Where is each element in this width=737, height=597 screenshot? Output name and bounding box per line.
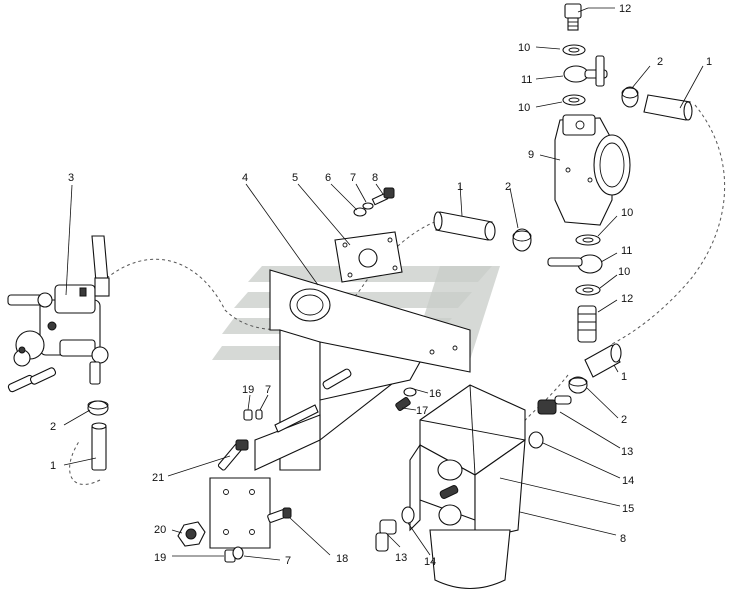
clamp-2-center	[512, 228, 532, 252]
callout-8-top: 8	[372, 172, 378, 184]
banjo-fitting-11-mid	[547, 254, 603, 274]
callout-10-top-b: 10	[518, 102, 530, 114]
hose-1-center	[433, 211, 496, 241]
leader-lines	[63, 7, 704, 561]
callout-3: 3	[68, 172, 74, 184]
screw-15	[439, 485, 459, 499]
bracket-4	[209, 269, 471, 549]
callout-7-center: 7	[265, 384, 271, 396]
banjo-bolt-12-mid	[577, 305, 597, 343]
filter-housing-8	[409, 384, 526, 589]
washer-7-bottom	[232, 546, 244, 560]
gasket-plate-5	[334, 231, 403, 283]
washer-7-center	[255, 409, 263, 420]
callout-8-right: 8	[620, 533, 626, 545]
hose-1-left	[91, 422, 107, 471]
callout-labels: 12 10 11 10 2 1 9 10 11 10 12 1 2 13 14 …	[50, 3, 712, 568]
washer-10-mid-a	[575, 234, 601, 246]
callout-10-mid-b: 10	[618, 266, 630, 278]
washer-10-top-b	[562, 94, 586, 106]
callout-1-center: 1	[457, 181, 463, 193]
callout-6: 6	[325, 172, 331, 184]
callout-11-top: 11	[521, 74, 532, 86]
clamp-2-left	[87, 400, 109, 416]
banjo-fitting-11-top	[563, 55, 608, 87]
seal-14-right	[528, 431, 544, 449]
callout-7-bottom: 7	[285, 555, 291, 567]
callout-12-mid: 12	[621, 293, 633, 305]
callout-15-center: 16	[429, 388, 441, 400]
banjo-bolt-12-top	[564, 3, 582, 31]
nut-20	[177, 521, 206, 547]
fuel-pump-9	[554, 114, 631, 226]
callout-12-top: 12	[619, 3, 631, 15]
callout-18: 18	[336, 553, 348, 565]
seal-14-bottom	[401, 506, 415, 524]
washer-10-top-a	[562, 44, 586, 56]
callout-1-left: 1	[50, 460, 56, 472]
bolt-set-6-7-8	[353, 187, 395, 217]
callout-17: 17	[416, 405, 428, 417]
callout-11-mid: 11	[621, 245, 632, 257]
clamp-2-right-mid	[568, 376, 588, 394]
callout-20: 20	[154, 524, 166, 536]
callout-13-bottom: 13	[395, 552, 407, 564]
callout-21: 21	[152, 472, 164, 484]
primer-pump-3	[7, 235, 110, 393]
callout-5: 5	[292, 172, 298, 184]
fuel-hoses	[69, 104, 726, 485]
bolt-18	[267, 507, 292, 523]
callout-13-right: 13	[621, 446, 633, 458]
callout-9: 9	[528, 149, 534, 161]
fitting-13-bottom	[375, 519, 397, 552]
hose-1-right-mid	[584, 343, 622, 378]
parts-16-17	[395, 387, 417, 412]
washer-10-mid-b	[575, 284, 601, 296]
callout-15-right: 15	[622, 503, 634, 515]
callout-1-top-right: 1	[706, 56, 712, 68]
callout-2-right-mid: 2	[621, 414, 627, 426]
callout-2-center: 2	[505, 181, 511, 193]
callout-1-right-mid: 1	[621, 371, 627, 383]
callout-19-bottom: 19	[154, 552, 166, 564]
callout-7-top: 7	[350, 172, 356, 184]
callout-14-right: 14	[622, 475, 634, 487]
bolt-21	[217, 439, 249, 471]
callout-2-top-right: 2	[657, 56, 663, 68]
hose-1-right-top	[643, 94, 693, 121]
nut-19-center	[243, 409, 253, 421]
fitting-13-right	[537, 395, 572, 415]
clamp-2-right-top	[621, 86, 639, 108]
callout-14-bottom: 14	[424, 556, 436, 568]
callout-2-left: 2	[50, 421, 56, 433]
callout-4: 4	[242, 172, 248, 184]
callout-10-mid-a: 10	[621, 207, 633, 219]
callout-10-top-a: 10	[518, 42, 530, 54]
callout-19-center: 19	[242, 384, 254, 396]
